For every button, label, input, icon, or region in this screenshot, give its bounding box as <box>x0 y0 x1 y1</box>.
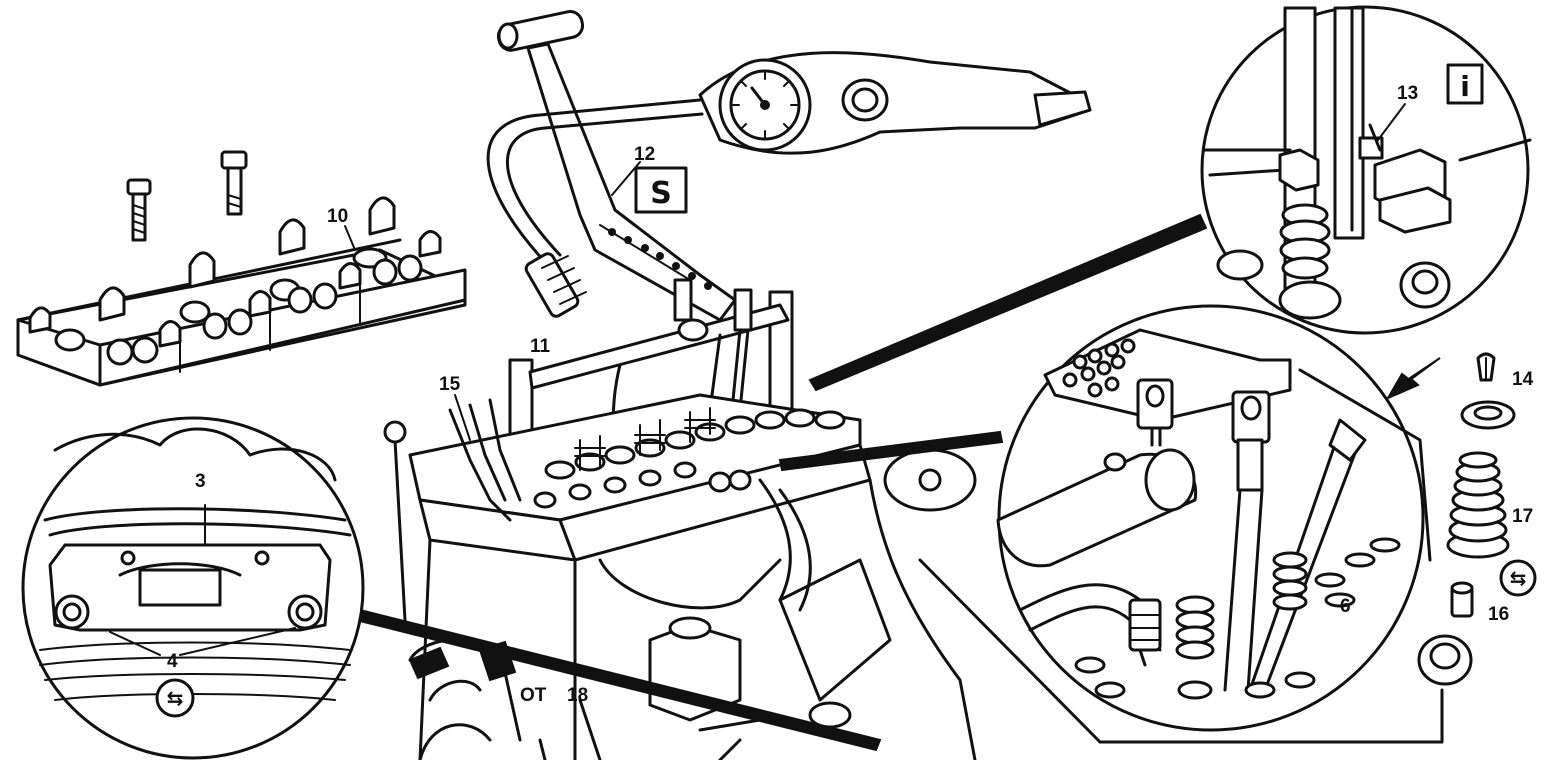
spring-seat-part <box>1417 634 1473 686</box>
callout-17: 17 <box>1512 506 1533 527</box>
direction-arrow-icon <box>1385 357 1441 401</box>
detail-circle-valve-keeper <box>1200 5 1532 335</box>
valve-keeper-part <box>1476 352 1496 382</box>
reuse-icon: ⇆ <box>1499 559 1537 597</box>
callout-ot: OT <box>520 685 547 706</box>
callout-12: 12 <box>634 144 655 165</box>
bearing-cap-assembly <box>16 196 467 387</box>
svg-text:S: S <box>650 176 672 211</box>
valve-stem-seal-part <box>1450 581 1474 618</box>
bolt <box>126 178 152 242</box>
callout-6: 6 <box>1340 596 1351 617</box>
callout-13: 13 <box>1397 83 1418 104</box>
spring-retainer-part <box>1460 400 1516 430</box>
callout-leaders <box>344 103 1406 441</box>
svg-text:i: i <box>1460 70 1470 103</box>
bolt <box>220 150 248 216</box>
spring-compressor-tool <box>496 10 794 452</box>
detail-circle-bearing-cap <box>21 416 365 760</box>
spark-plug-lead <box>448 398 522 522</box>
callout-18: 18 <box>567 685 588 706</box>
reuse-icon: ⇆ <box>155 678 195 718</box>
callout-10: 10 <box>327 206 348 227</box>
callout-15: 15 <box>439 374 461 395</box>
callout-11: 11 <box>530 336 551 357</box>
cylinder-head <box>383 393 977 760</box>
special-tool-icon: S <box>634 166 688 214</box>
leader-lines <box>354 213 1444 752</box>
callout-16: 16 <box>1488 604 1509 625</box>
info-icon: i <box>1446 63 1484 105</box>
svg-text:⇆: ⇆ <box>1510 566 1527 590</box>
svg-text:⇆: ⇆ <box>167 686 184 710</box>
detail-circle-spring-compressor <box>996 304 1432 732</box>
callout-4: 4 <box>167 651 178 672</box>
callout-14: 14 <box>1512 369 1534 390</box>
callout-3: 3 <box>195 471 206 492</box>
valve-spring-part <box>1446 451 1510 559</box>
pressure-gauge-hose <box>486 51 1092 318</box>
